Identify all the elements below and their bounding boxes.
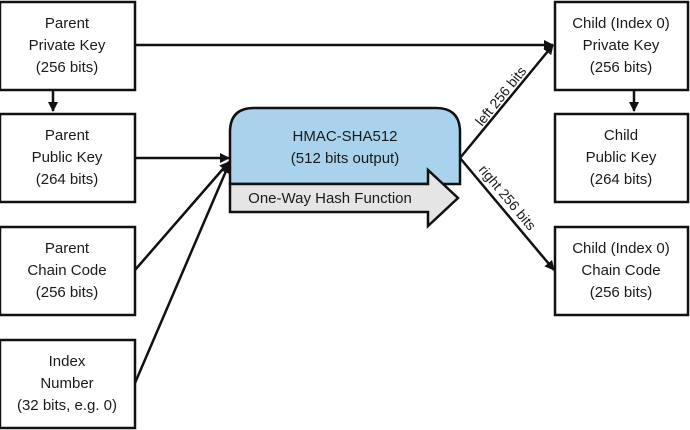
index-number-line2: Number <box>40 375 93 392</box>
child-public-key-box: Child Public Key (264 bits) <box>553 112 690 204</box>
parent-public-key-line2: Public Key <box>32 149 103 166</box>
parent-chain-code-line1: Parent <box>45 240 90 257</box>
child-public-key-line3: (264 bits) <box>590 171 653 188</box>
child-chain-code-line2: Chain Code <box>581 262 660 279</box>
child-public-key-line2: Public Key <box>586 149 657 166</box>
parent-public-key-line1: Parent <box>45 127 90 144</box>
child-private-key-line1: Child (Index 0) <box>572 15 670 32</box>
edge-chain-code-to-hmac <box>134 161 230 271</box>
index-number-box: Index Number (32 bits, e.g. 0) <box>0 338 137 430</box>
child-chain-code-line3: (256 bits) <box>590 284 653 301</box>
edge-index-to-hmac <box>133 163 231 384</box>
connectors <box>48 40 639 384</box>
child-chain-code-box: Child (Index 0) Chain Code (256 bits) <box>553 225 690 317</box>
parent-private-key-line3: (256 bits) <box>36 59 99 76</box>
parent-chain-code-line3: (256 bits) <box>36 284 99 301</box>
edge-hmac-to-child-private <box>459 44 554 159</box>
parent-private-key-line2: Private Key <box>29 37 106 54</box>
hmac-sha512-block: HMAC-SHA512 (512 bits output) One-Way Ha… <box>228 106 462 229</box>
hmac-subtitle: (512 bits output) <box>291 150 399 167</box>
child-private-key-line2: Private Key <box>583 37 660 54</box>
child-public-key-line1: Child <box>604 127 638 144</box>
child-chain-code-line1: Child (Index 0) <box>572 240 670 257</box>
child-private-key-line3: (256 bits) <box>590 59 653 76</box>
right-256-bits-label: right 256 bits <box>476 162 540 234</box>
one-way-hash-arrow <box>228 167 460 229</box>
hmac-box <box>228 106 462 186</box>
index-number-line3: (32 bits, e.g. 0) <box>17 397 117 414</box>
parent-chain-code-box: Parent Chain Code (256 bits) <box>0 225 137 317</box>
parent-public-key-box: Parent Public Key (264 bits) <box>0 112 137 204</box>
edge-hmac-to-child-chain-code <box>459 157 555 271</box>
one-way-hash-label: One-Way Hash Function <box>248 190 412 207</box>
index-number-line1: Index <box>49 353 86 370</box>
parent-chain-code-line2: Chain Code <box>27 262 106 279</box>
parent-public-key-line3: (264 bits) <box>36 171 99 188</box>
parent-private-key-box: Parent Private Key (256 bits) <box>0 0 137 92</box>
left-256-bits-label: left 256 bits <box>472 63 529 129</box>
hmac-title: HMAC-SHA512 <box>292 128 397 145</box>
parent-private-key-line1: Parent <box>45 15 90 32</box>
child-private-key-box: Child (Index 0) Private Key (256 bits) <box>553 0 690 92</box>
